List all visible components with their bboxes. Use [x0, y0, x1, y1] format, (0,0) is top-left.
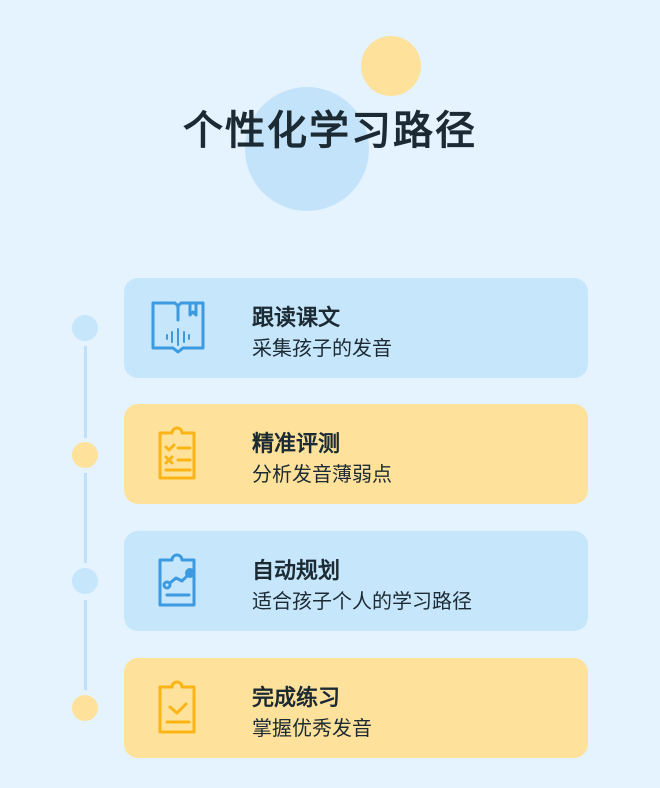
step-subtitle: 采集孩子的发音: [252, 336, 392, 360]
book-audio-icon: [151, 301, 205, 354]
checklist-icon: [158, 426, 196, 480]
timeline-line: [84, 473, 87, 563]
timeline-dot: [72, 442, 98, 468]
step-card-3: 自动规划 适合孩子个人的学习路径: [124, 531, 588, 631]
step-title: 精准评测: [252, 432, 341, 457]
page-title: 个性化学习路径: [183, 108, 477, 154]
step-subtitle: 适合孩子个人的学习路径: [252, 589, 472, 613]
step-title: 跟读课文: [252, 306, 341, 331]
timeline-line: [84, 346, 87, 438]
timeline-dot: [72, 315, 98, 341]
step-subtitle: 掌握优秀发音: [252, 716, 372, 740]
decor-circle-blue: [245, 87, 369, 211]
step-title: 完成练习: [252, 686, 341, 711]
timeline-dot: [72, 695, 98, 721]
step-card-4: 完成练习 掌握优秀发音: [124, 658, 588, 758]
timeline-line: [84, 600, 87, 690]
check-clipboard-icon: [158, 680, 196, 734]
step-card-2: 精准评测 分析发音薄弱点: [124, 404, 588, 504]
timeline-dot: [72, 568, 98, 594]
decor-circle-yellow: [361, 36, 421, 96]
step-subtitle: 分析发音薄弱点: [252, 462, 392, 486]
step-card-1: 跟读课文 采集孩子的发音: [124, 278, 588, 378]
step-title: 自动规划: [252, 559, 341, 584]
chart-clipboard-icon: [158, 553, 196, 607]
